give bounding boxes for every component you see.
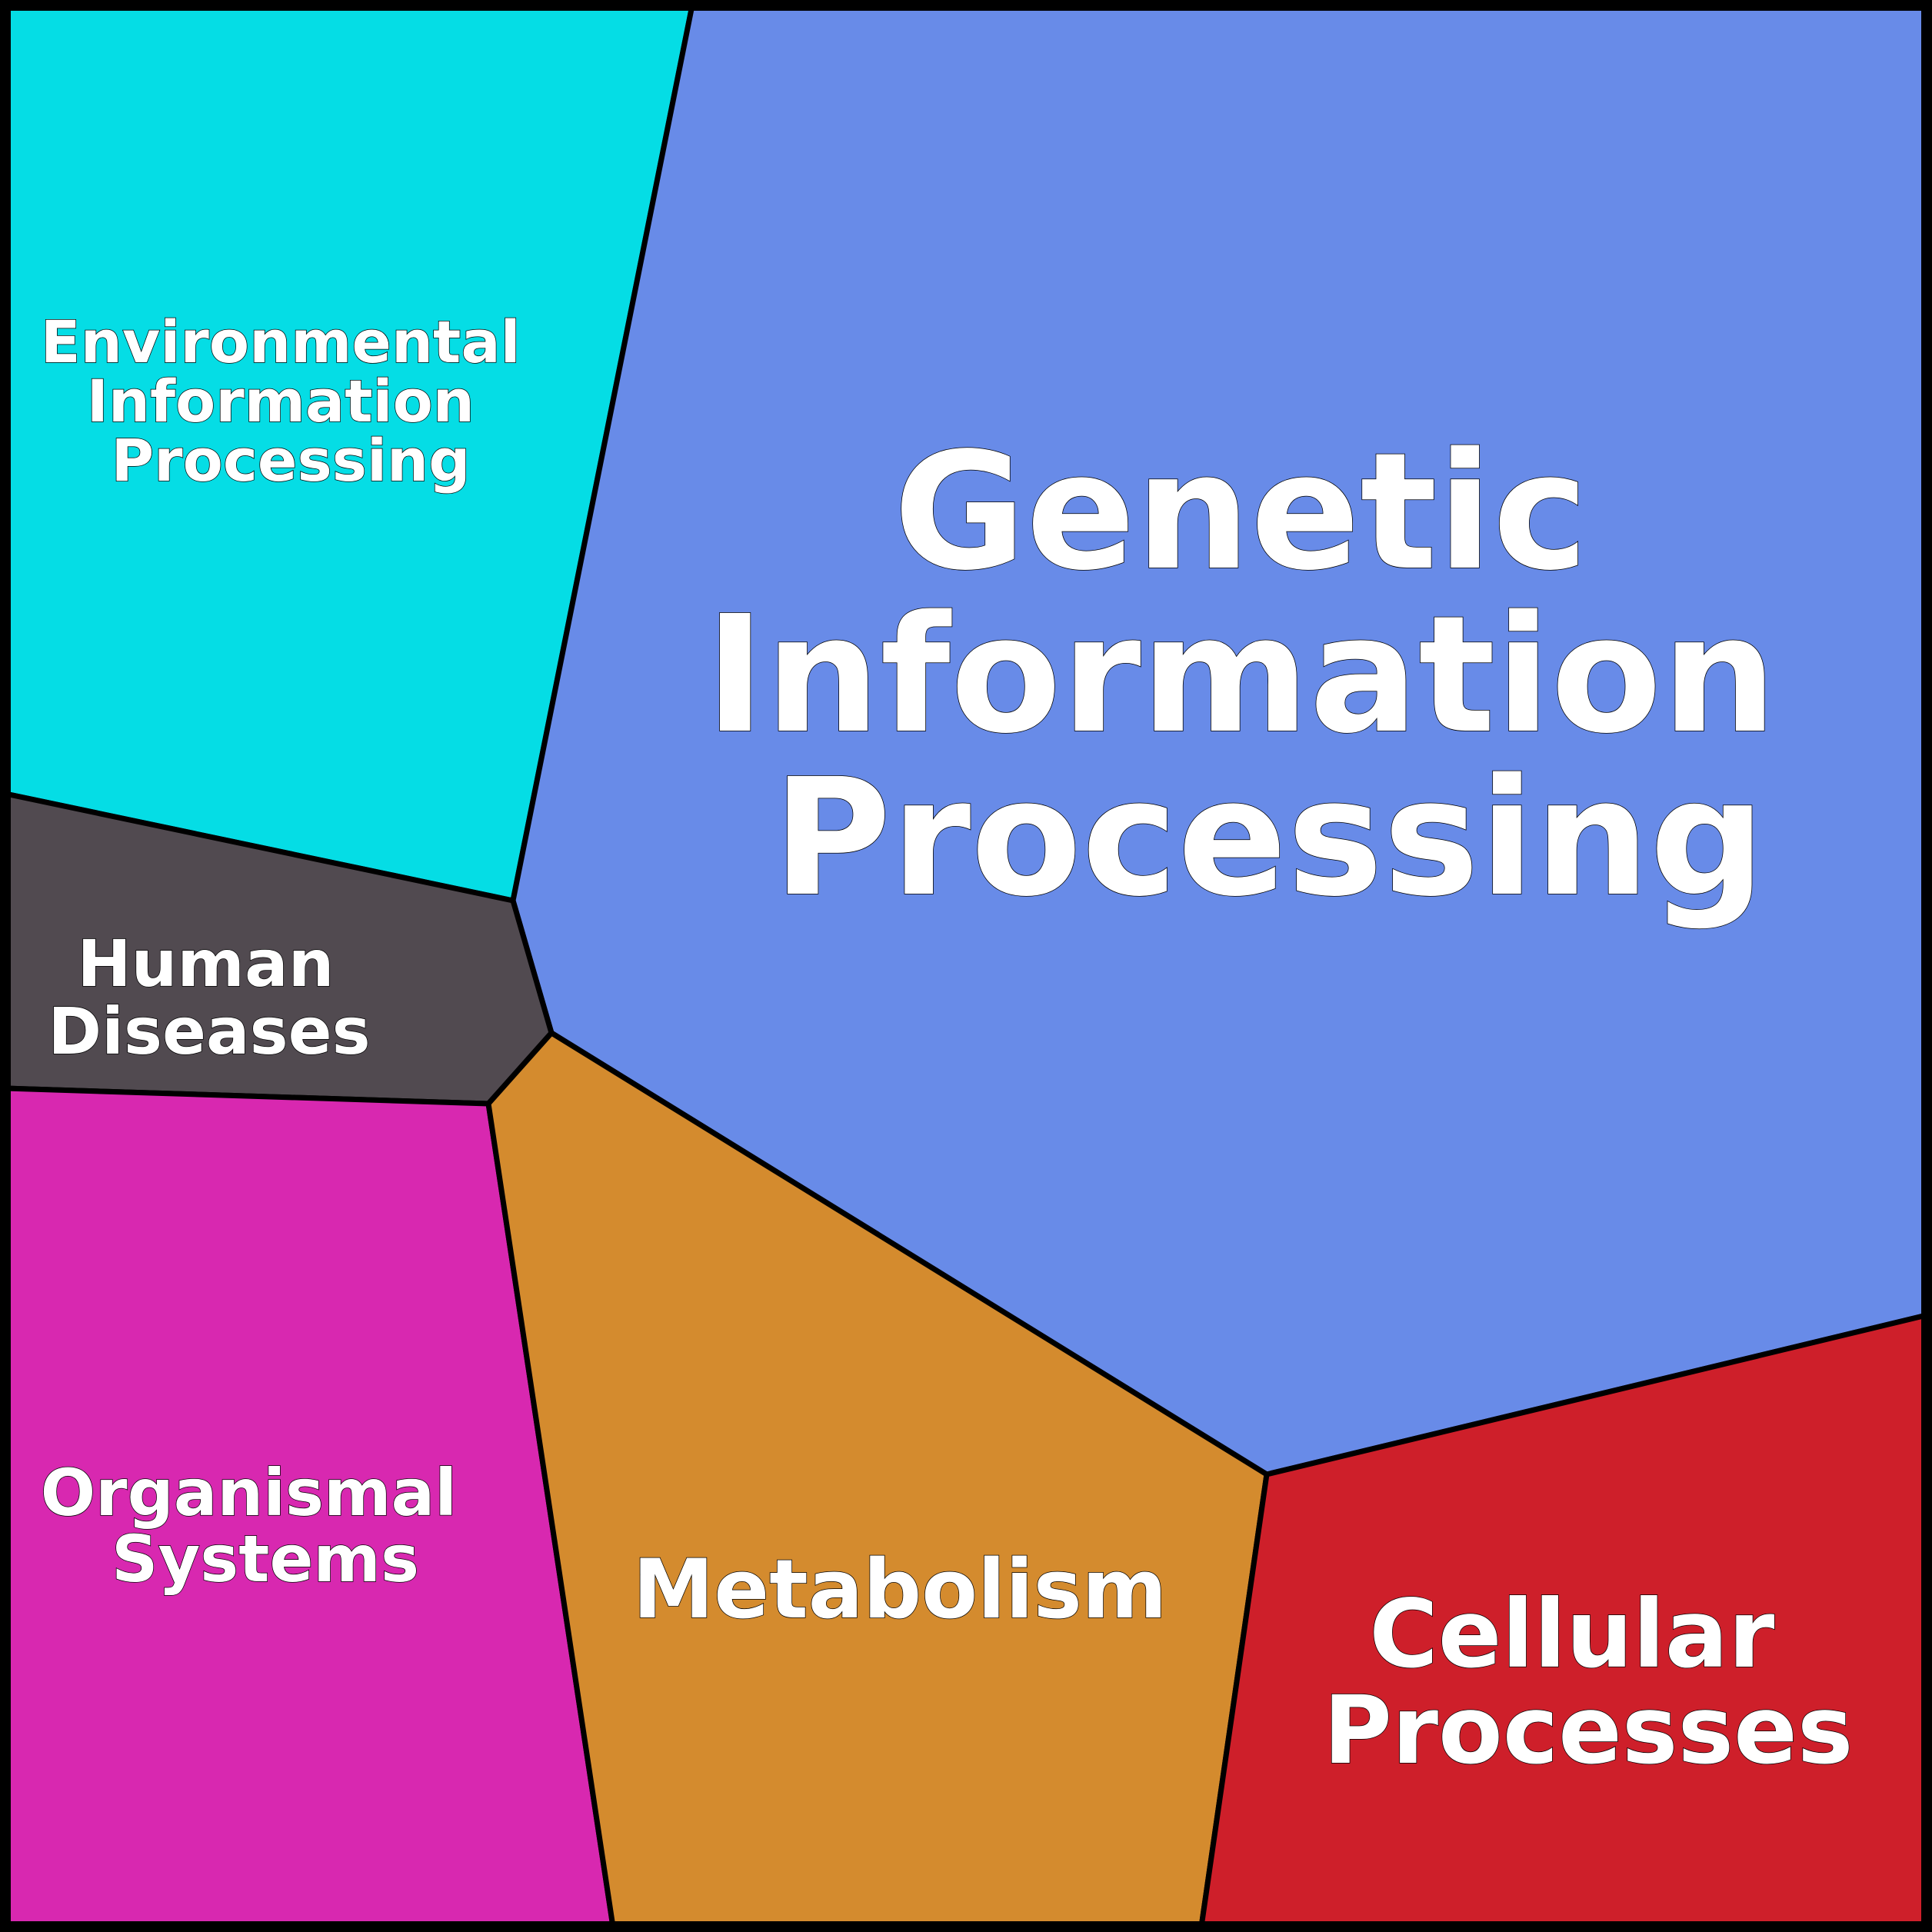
label-environmental-information-processing: Environmental Information Processing [41,308,541,495]
label-line: Metabolism [633,1542,1168,1637]
label-organismal-systems: Organismal Systems [41,1455,480,1597]
label-line: Information [705,581,1777,769]
label-line: Cellular [1369,1580,1774,1689]
label-line: Information [87,367,475,435]
label-line: Human [77,926,334,1001]
label-line: Environmental [41,308,521,376]
label-human-diseases: Human Diseases [48,926,370,1069]
label-line: Processing [111,426,470,495]
label-line: Organismal [41,1455,457,1531]
label-metabolism: Metabolism [633,1542,1168,1637]
label-cellular-processes: Cellular Processes [1323,1580,1853,1785]
label-line: Genetic [894,418,1589,606]
label-genetic-information-processing: Genetic Information Processing [705,418,1834,932]
label-line: Processing [773,744,1765,932]
label-line: Processes [1323,1676,1853,1785]
label-line: Diseases [48,994,370,1069]
label-line: Systems [112,1521,419,1597]
